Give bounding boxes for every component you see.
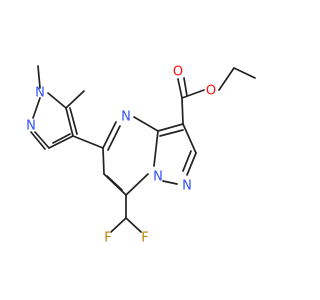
molecule-diagram: N N N N N O O F F bbox=[26, 64, 256, 246]
bond-c3a-c3-double bbox=[159, 129, 184, 137]
bond-c5-n1 bbox=[47, 92, 67, 109]
bond-oester-ch2 bbox=[218, 67, 235, 91]
atom-o-ester: O bbox=[206, 84, 216, 99]
bond-n2-c3 bbox=[34, 131, 50, 149]
atom-n-pyrazole-fused: N bbox=[182, 179, 192, 194]
bond-chf2-f-right bbox=[125, 217, 142, 233]
bond-c5-n4 bbox=[102, 121, 117, 149]
bond-c3a-n7a bbox=[153, 130, 159, 167]
bond-c2-n1 bbox=[186, 152, 197, 176]
bond-c-methyl bbox=[65, 90, 85, 109]
atom-label-layer: N N N N N O O F F bbox=[26, 65, 216, 246]
atom-f-right: F bbox=[141, 231, 148, 246]
atom-n-pyrazole-2: N bbox=[26, 119, 36, 134]
bond-layer bbox=[30, 65, 256, 233]
atom-f-left: F bbox=[104, 231, 111, 246]
bond-c4-c5 bbox=[65, 107, 74, 137]
bond-carbonyl-o-double bbox=[183, 77, 188, 97]
bond-n7a-c7 bbox=[125, 173, 149, 196]
atom-n-pyrimidine: N bbox=[121, 110, 131, 125]
bond-n1-n2 bbox=[32, 97, 41, 119]
bond-c3-c4 bbox=[48, 135, 74, 149]
bond-ch2-ch3 bbox=[233, 67, 256, 79]
bond-ring-link bbox=[72, 135, 104, 149]
atom-o-carbonyl: O bbox=[173, 65, 183, 80]
structure-svg: N N N N N O O F F bbox=[26, 65, 256, 246]
bond-c4-c5-double bbox=[69, 107, 78, 135]
bond-c3-carbonyl bbox=[181, 97, 184, 125]
bond-chf2-f-left bbox=[110, 217, 127, 233]
bond-c3-c4-double bbox=[52, 133, 71, 144]
bond-c7-c6-double bbox=[106, 175, 123, 191]
bond-carbonyl-o bbox=[177, 78, 183, 99]
bond-c2-n1-double bbox=[182, 150, 192, 172]
bond-c6-c5 bbox=[102, 147, 105, 175]
atom-n-pyrazole-1: N bbox=[35, 86, 45, 101]
atom-n-bridge: N bbox=[153, 170, 163, 185]
bond-n4-c3a bbox=[133, 116, 159, 132]
bond-n2-c3-double bbox=[30, 131, 46, 150]
bond-c3a-c3 bbox=[157, 123, 184, 132]
bond-c5-n4-double bbox=[107, 125, 121, 151]
bond-n1-n7a bbox=[162, 180, 178, 185]
bond-n-methyl bbox=[37, 65, 41, 89]
bond-carbonyl-oester bbox=[181, 89, 205, 99]
bond-c3-c2 bbox=[182, 123, 197, 154]
